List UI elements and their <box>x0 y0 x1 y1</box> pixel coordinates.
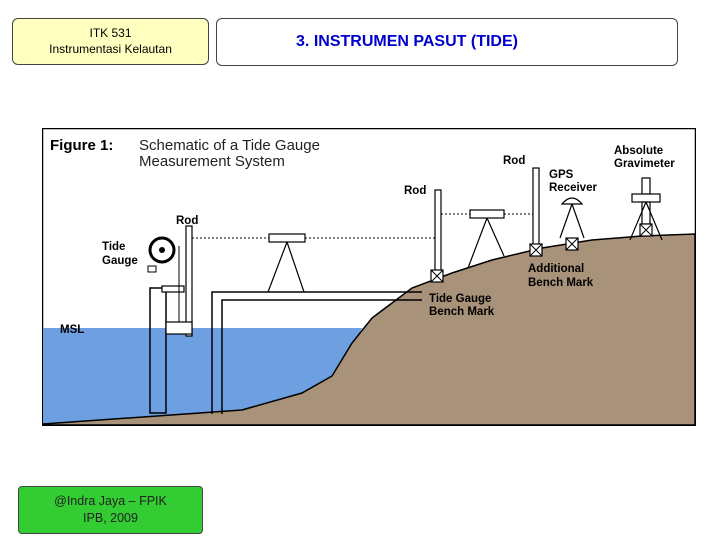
gravimeter-top <box>641 177 651 195</box>
level-instrument-right <box>469 209 505 219</box>
tripod-right <box>467 217 505 269</box>
figure-caption-line2: Measurement System <box>139 153 285 170</box>
label-tgbm-2: Bench Mark <box>429 306 495 318</box>
rod-mid-shape <box>434 189 442 279</box>
label-abm-1: Additional <box>528 263 584 275</box>
tgbm-cross <box>430 269 444 283</box>
abm-cross <box>529 243 543 257</box>
credit-line2: IPB, 2009 <box>83 511 138 525</box>
label-msl: MSL <box>60 324 84 336</box>
gauge-hub-icon <box>159 247 165 253</box>
slide-title: 3. INSTRUMEN PASUT (TIDE) <box>296 33 518 50</box>
grav-bm-cross <box>639 223 653 237</box>
sea-water <box>43 328 362 424</box>
land-slope <box>42 233 696 426</box>
label-tide-gauge-2: Gauge <box>102 255 138 267</box>
course-info-box: ITK 531 Instrumentasi Kelautan <box>12 18 209 65</box>
gravimeter-column <box>641 201 651 225</box>
rod-right-shape <box>532 167 540 247</box>
course-name: Instrumentasi Kelautan <box>49 42 172 56</box>
gps-antenna-icon <box>560 197 584 205</box>
course-code: ITK 531 <box>89 26 132 40</box>
credit-box: @Indra Jaya – FPIK IPB, 2009 <box>18 486 203 534</box>
float <box>165 321 193 335</box>
label-gps-1: GPS <box>549 169 574 181</box>
gps-bm-cross <box>565 237 579 251</box>
rod-left-shape <box>185 225 193 337</box>
label-tide-gauge-1: Tide <box>102 241 125 253</box>
label-gravimeter-1: Absolute <box>614 145 663 157</box>
gravimeter-head <box>631 193 661 203</box>
level-instrument-left <box>268 233 306 243</box>
gps-tripod <box>559 203 585 239</box>
label-rod-left: Rod <box>176 215 198 227</box>
label-abm-2: Bench Mark <box>528 277 594 289</box>
label-rod-right: Rod <box>503 155 525 167</box>
label-gravimeter-2: Gravimeter <box>614 158 675 170</box>
pier-bottom <box>221 299 422 414</box>
figure-caption-line1: Schematic of a Tide Gauge <box>139 137 320 154</box>
well-connector <box>161 285 185 293</box>
label-rod-mid: Rod <box>404 185 426 197</box>
slide-title-box: 3. INSTRUMEN PASUT (TIDE) <box>216 18 678 66</box>
tide-gauge-figure: Figure 1: Schematic of a Tide Gauge Meas… <box>41 127 697 427</box>
tide-gauge-schematic: Figure 1: Schematic of a Tide Gauge Meas… <box>41 127 697 427</box>
gauge-recorder-icon <box>147 265 157 273</box>
pier-top <box>211 291 422 414</box>
label-gps-2: Receiver <box>549 182 597 194</box>
gravimeter-tripod <box>629 201 663 241</box>
label-tgbm-1: Tide Gauge <box>429 293 491 305</box>
stilling-well <box>149 287 167 414</box>
figure-caption-label: Figure 1: <box>50 137 113 154</box>
tripod-left <box>267 241 305 293</box>
credit-line1: @Indra Jaya – FPIK <box>54 494 167 508</box>
